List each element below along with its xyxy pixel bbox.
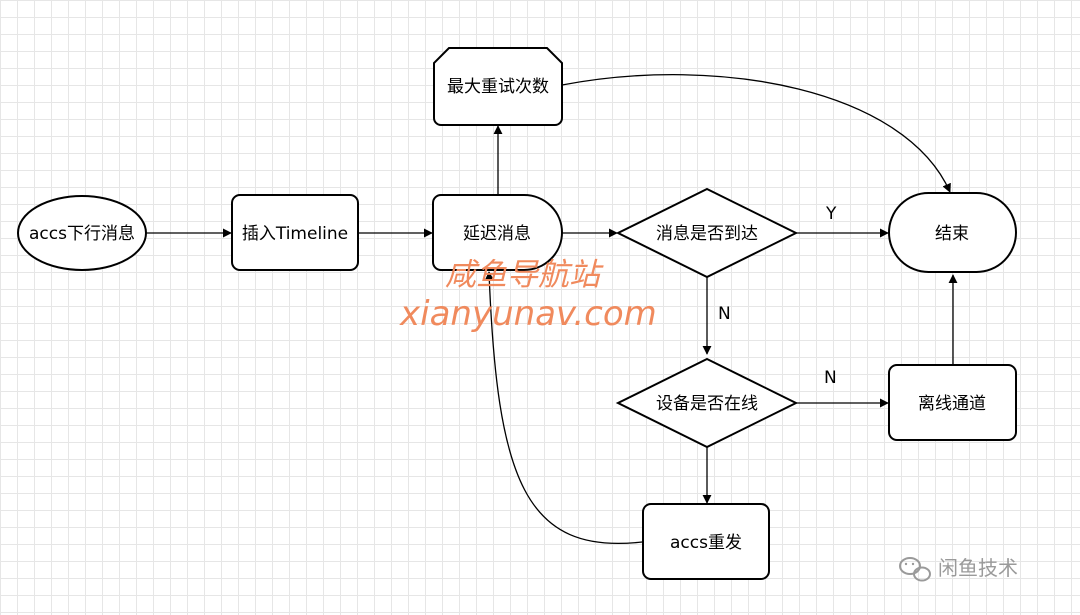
node-max-retry-label: 最大重试次数: [447, 77, 549, 97]
node-resend: accs重发: [642, 503, 770, 580]
edge-label-no-online: N: [824, 368, 837, 388]
watermark-url: xianyunav.com: [399, 294, 657, 334]
node-max-retry: 最大重试次数: [433, 47, 563, 126]
node-offline-channel-label: 离线通道: [918, 394, 986, 414]
logo: 闲鱼技术: [899, 556, 1018, 582]
node-arrived-decision-label: 消息是否到达: [656, 224, 758, 244]
node-insert-label: 插入Timeline: [242, 224, 348, 244]
node-offline-channel: 离线通道: [888, 364, 1017, 441]
node-end-label: 结束: [935, 224, 969, 244]
node-delay: 延迟消息: [432, 194, 563, 271]
node-start-label: accs下行消息: [29, 224, 135, 244]
edge-resend-to-delay: [484, 271, 643, 544]
edge-maxretry-to-end: [561, 73, 951, 193]
wechat-icon: [899, 557, 931, 582]
logo-text: 闲鱼技术: [938, 556, 1018, 580]
edge-label-no-arrived: N: [718, 304, 731, 324]
node-arrived-decision: 消息是否到达: [615, 187, 799, 279]
watermark-chinese: 咸鱼导航站: [445, 257, 604, 293]
node-insert: 插入Timeline: [231, 194, 359, 271]
node-online-decision-label: 设备是否在线: [656, 394, 758, 414]
node-start: accs下行消息: [17, 195, 147, 271]
edges: [146, 73, 958, 544]
node-end: 结束: [888, 192, 1017, 273]
node-resend-label: accs重发: [670, 533, 742, 553]
node-online-decision: 设备是否在线: [615, 357, 799, 449]
node-delay-label: 延迟消息: [463, 224, 531, 244]
edge-label-yes: Y: [825, 204, 837, 224]
